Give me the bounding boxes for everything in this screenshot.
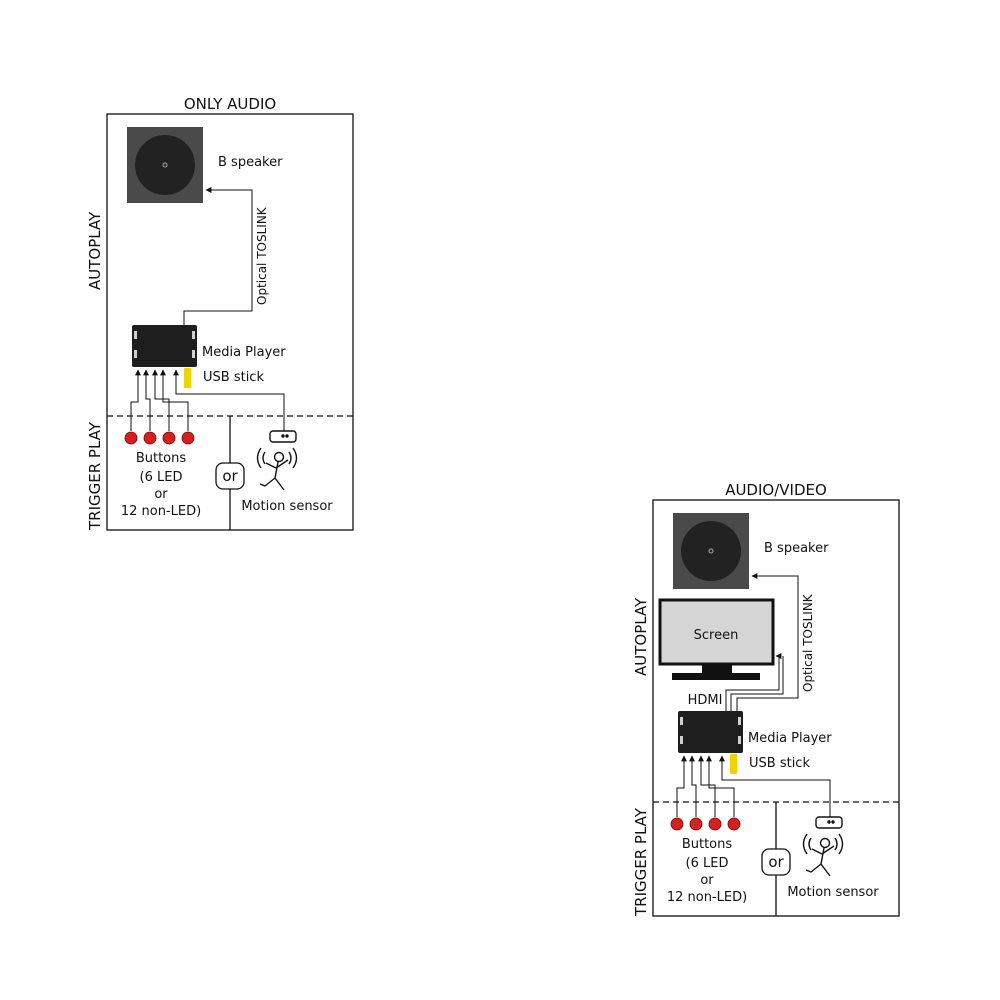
- svg-text:12 non-LED): 12 non-LED): [121, 504, 201, 519]
- motion-sensor-label: Motion sensor: [787, 885, 879, 900]
- svg-text:12 non-LED): 12 non-LED): [667, 890, 747, 905]
- svg-text:or: or: [222, 467, 238, 485]
- media-player-label: Media Player: [202, 345, 286, 360]
- buttons-label: Buttons (6 LED or 12 non-LED): [667, 837, 747, 905]
- svg-text:or: or: [700, 873, 714, 888]
- motion-sensor-icon: [256, 430, 298, 491]
- button-wires: [130, 369, 285, 431]
- screen-icon: [658, 598, 775, 680]
- speaker-label: B speaker: [218, 155, 283, 170]
- push-button-icon: [124, 431, 195, 445]
- autoplay-label: AUTOPLAY: [632, 597, 650, 676]
- speaker-label: B speaker: [764, 541, 829, 556]
- panel-title: AUDIO/VIDEO: [725, 481, 827, 499]
- trigger-play-label: TRIGGER PLAY: [86, 421, 104, 531]
- cable-label: Optical TOSLINK: [801, 593, 815, 692]
- speaker-icon: [673, 513, 749, 589]
- usb-stick-icon: [730, 754, 737, 774]
- cable-label: Optical TOSLINK: [255, 206, 269, 305]
- optical-cable: [183, 187, 253, 325]
- svg-text:(6 LED: (6 LED: [686, 856, 729, 871]
- trigger-play-label: TRIGGER PLAY: [632, 807, 650, 917]
- media-player-label: Media Player: [748, 731, 832, 746]
- panel-only-audio: ONLY AUDIO AUTOPLAY TRIGGER PLAY B speak…: [86, 95, 354, 531]
- autoplay-label: AUTOPLAY: [86, 211, 104, 290]
- hdmi-cable: [725, 653, 782, 711]
- hdmi-cable-inner: [730, 656, 784, 711]
- usb-stick-label: USB stick: [203, 370, 264, 385]
- screen-label: Screen: [694, 628, 739, 643]
- media-player-icon: [132, 325, 197, 367]
- svg-text:or: or: [768, 853, 784, 871]
- push-button-icon: [670, 817, 741, 831]
- media-player-icon: [678, 711, 743, 753]
- optical-cable: [736, 573, 799, 711]
- speaker-icon: [127, 127, 203, 203]
- motion-sensor-icon: [802, 816, 844, 877]
- svg-text:Buttons: Buttons: [136, 451, 187, 466]
- or-badge: or: [215, 462, 245, 490]
- buttons-label: Buttons (6 LED or 12 non-LED): [121, 451, 201, 519]
- button-wires: [676, 755, 831, 817]
- motion-sensor-label: Motion sensor: [241, 499, 333, 514]
- usb-stick-icon: [184, 368, 191, 388]
- or-badge: or: [761, 848, 791, 876]
- panel-title: ONLY AUDIO: [184, 95, 276, 113]
- usb-stick-label: USB stick: [749, 756, 810, 771]
- panel-audio-video: AUDIO/VIDEO AUTOPLAY TRIGGER PLAY B spea…: [632, 481, 900, 917]
- hdmi-label: HDMI: [688, 693, 723, 708]
- svg-text:(6 LED: (6 LED: [140, 470, 183, 485]
- svg-text:Buttons: Buttons: [682, 837, 733, 852]
- svg-text:or: or: [154, 487, 168, 502]
